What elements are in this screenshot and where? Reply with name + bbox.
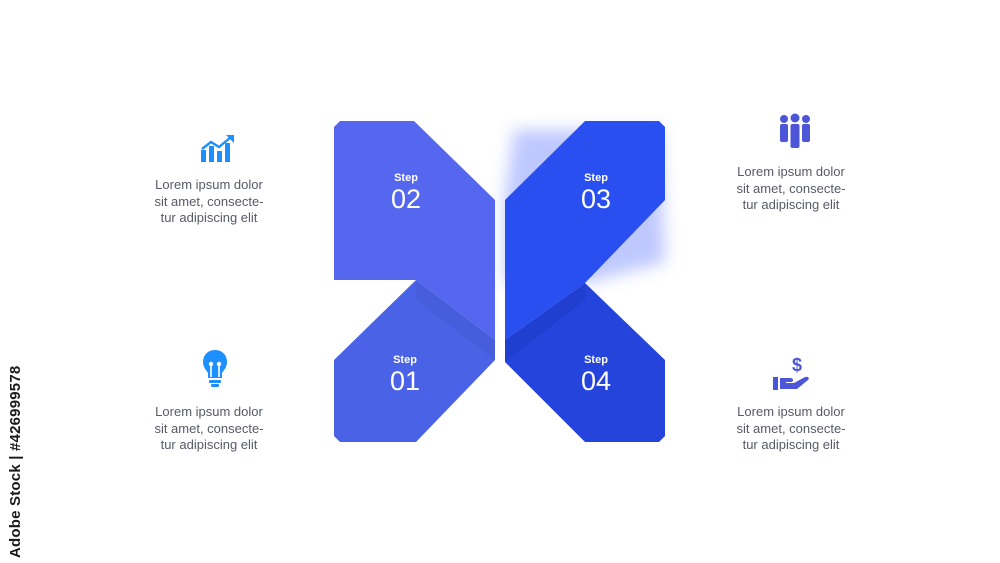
step-04-label: Step xyxy=(584,354,608,366)
svg-text:$: $ xyxy=(792,356,802,375)
desc-line: sit amet, consecte- xyxy=(736,180,846,196)
step-04-overlap xyxy=(505,283,585,362)
desc-line: tur adipiscing elit xyxy=(160,210,258,225)
step-03-shape xyxy=(505,121,665,340)
desc-line: sit amet, consecte- xyxy=(154,193,264,209)
description-top-right: Lorem ipsum dolor sit amet, consecte- tu… xyxy=(716,164,866,214)
step-01-number: 01 xyxy=(390,366,420,396)
growth-chart-icon xyxy=(201,135,234,162)
desc-line: Lorem ipsum dolor xyxy=(737,164,845,179)
desc-line: tur adipiscing elit xyxy=(742,437,840,452)
step-01-overlap xyxy=(416,280,495,360)
step-04-number: 04 xyxy=(581,366,611,396)
desc-line: tur adipiscing elit xyxy=(742,197,840,212)
lightbulb-icon xyxy=(203,350,227,387)
step-04-shape xyxy=(505,283,665,442)
team-icon xyxy=(780,113,810,148)
step-02-number: 02 xyxy=(391,184,421,214)
step-03-label: Step xyxy=(584,172,608,184)
desc-line: tur adipiscing elit xyxy=(160,437,258,452)
step-02-shape xyxy=(334,121,495,340)
money-hand-icon: $ xyxy=(773,356,809,390)
step-03-number: 03 xyxy=(581,184,611,214)
desc-line: Lorem ipsum dolor xyxy=(155,404,263,419)
watermark-id-text: Adobe Stock | #426999578 xyxy=(7,365,24,558)
desc-line: sit amet, consecte- xyxy=(736,420,846,436)
desc-line: Lorem ipsum dolor xyxy=(155,177,263,192)
desc-line: sit amet, consecte- xyxy=(154,420,264,436)
watermark-id: Adobe Stock | #426999578 xyxy=(6,318,30,558)
description-bottom-left: Lorem ipsum dolor sit amet, consecte- tu… xyxy=(134,404,284,454)
desc-line: Lorem ipsum dolor xyxy=(737,404,845,419)
description-top-left: Lorem ipsum dolor sit amet, consecte- tu… xyxy=(134,177,284,227)
step-02-label: Step xyxy=(394,172,418,184)
description-bottom-right: Lorem ipsum dolor sit amet, consecte- tu… xyxy=(716,404,866,454)
step-01-label: Step xyxy=(393,354,417,366)
step-01-shape xyxy=(334,280,495,442)
